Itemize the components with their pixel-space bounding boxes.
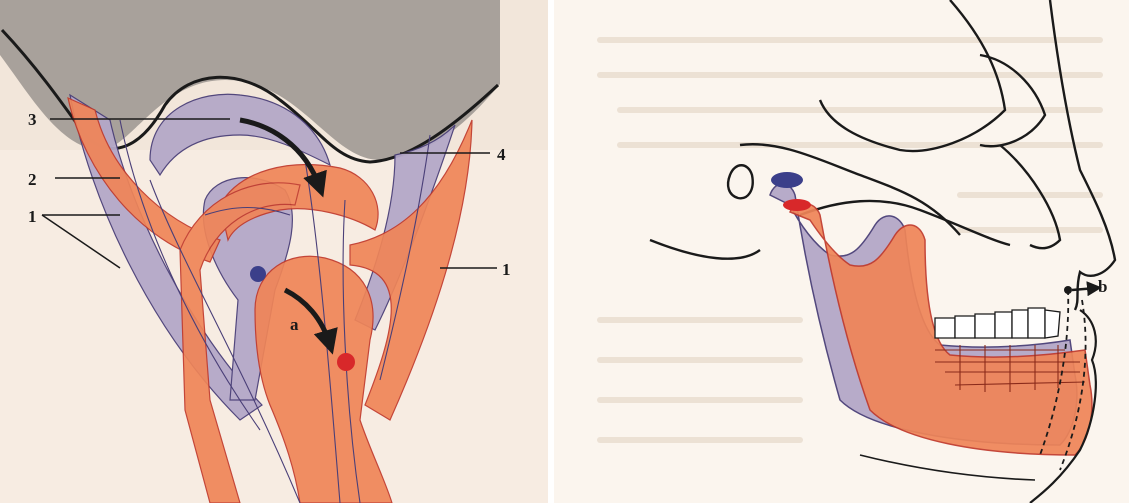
displaced-condyle-marker [337,353,355,371]
label-1-right: 1 [502,260,511,279]
original-condyle-marker [250,266,266,282]
condyle-marker-original [771,172,803,188]
label-b: b [1098,277,1107,296]
label-2: 2 [28,170,37,189]
label-4: 4 [497,145,506,164]
tmj-diagram-panel: 3 2 1 4 1 a [0,0,548,503]
panel-divider [548,0,554,503]
chin-point [1064,286,1072,294]
label-1-left: 1 [28,207,37,226]
label-3: 3 [28,110,37,129]
label-a: a [290,315,299,334]
condyle-marker-displaced [783,199,811,211]
skull-profile-panel: b [554,0,1129,503]
